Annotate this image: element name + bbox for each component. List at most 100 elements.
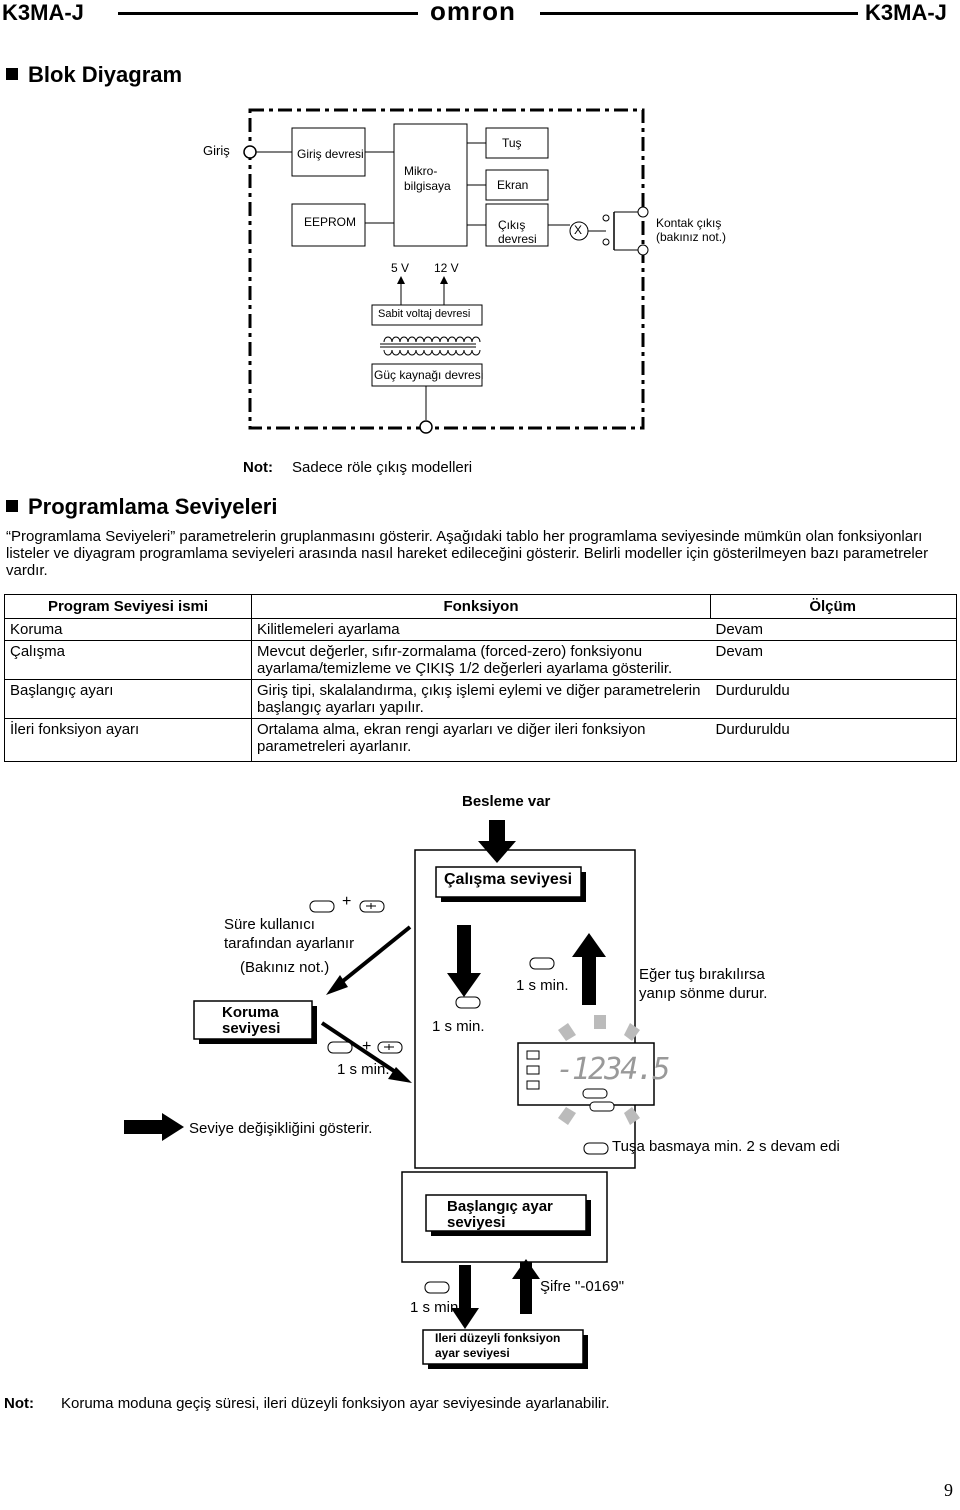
table-cell: Koruma: [4, 618, 252, 641]
table-row: Başlangıç ayarı Giriş tipi, skalalandırm…: [4, 679, 957, 719]
plus-sign: +: [342, 893, 352, 910]
initial-level-frame: [401, 1171, 608, 1263]
omron-logo: omron: [430, 0, 516, 26]
level-flow-diagram: [124, 820, 655, 1369]
advanced-level-label: Ileri düzeyli fonksiyon ayar seviyesi: [435, 1331, 560, 1361]
table-cell: Durduruldu: [710, 679, 957, 719]
output-label-line1: Çıkış: [498, 218, 526, 232]
micro-label: Mikro- bilgisaya: [404, 164, 451, 194]
relay-x-label: X: [574, 223, 583, 237]
power-supply-label: Güç kaynağı devresi: [374, 368, 484, 382]
protect-label-line1: Koruma: [222, 1004, 279, 1021]
protect-label-line2: seviyesi: [222, 1020, 281, 1037]
regulator-box: [371, 304, 483, 326]
blink-note-line2: yanıp sönme durur.: [639, 985, 768, 1002]
micro-label-line2: bilgisaya: [404, 179, 451, 193]
block-diagram-title: Blok Diyagram: [6, 62, 182, 88]
contact-label-line2: (bakınız not.): [656, 230, 727, 244]
display-value: -1234.5: [556, 1052, 670, 1087]
table-row: Koruma Kilitlemeleri ayarlama Devam: [4, 618, 957, 641]
input-circuit-box: [291, 127, 366, 177]
protect-level-box: [193, 1000, 313, 1040]
table-cell: Kilitlemeleri ayarlama: [251, 618, 711, 641]
page-number: 9: [944, 1480, 953, 1500]
user-set-text: Süre kullanıcı tarafından ayarlanır: [224, 915, 354, 953]
level-key-icon: [309, 900, 335, 913]
advanced-label-line2: ayar seviyesi: [435, 1346, 510, 1360]
user-set-line1: Süre kullanıcı: [224, 916, 315, 933]
run-level-box: [435, 866, 582, 898]
from-protect-arrow: [388, 1067, 412, 1083]
table-cell: Giriş tipi, skalalandırma, çıkış işlemi …: [251, 679, 711, 719]
output-circuit-box: [485, 203, 549, 247]
table-cell: Başlangıç ayarı: [4, 679, 252, 719]
table-header: Fonksiyon: [251, 594, 711, 619]
table-cell: Durduruldu: [710, 718, 957, 762]
input-circuit-label: Giriş devresi: [297, 147, 364, 161]
blink-note-line1: Eğer tuş bırakılırsa: [639, 966, 765, 983]
table-cell: Mevcut değerler, sıfır-zormalama (forced…: [251, 640, 711, 680]
output-circuit-label: Çıkış devresi: [498, 218, 537, 246]
display-box: [485, 169, 549, 201]
password-text: Şifre "-0169": [540, 1278, 625, 1295]
power-on-arrow: [478, 841, 516, 863]
device-frame: [248, 108, 645, 430]
header-model-left: K3MA-J: [2, 0, 84, 25]
header-rule-right: [540, 12, 858, 15]
initial-level-box: [425, 1194, 587, 1232]
time-min-label: 1 s min.: [432, 1018, 485, 1035]
advanced-level-box: [422, 1329, 584, 1365]
time-min-label: 1 s min.: [337, 1061, 390, 1078]
legend-text: Seviye değişikliğini gösterir.: [189, 1120, 373, 1137]
time-min-label: 1 s min.: [410, 1299, 463, 1316]
time-min-label: 1 s min.: [516, 977, 569, 994]
input-terminal: [243, 145, 257, 159]
advanced-label-line1: Ileri düzeyli fonksiyon: [435, 1331, 561, 1345]
protect-level-label: Koruma seviyesi: [222, 1005, 280, 1037]
initial-label-line2: seviyesi: [447, 1214, 506, 1231]
footer-note-text: Koruma moduna geçiş süresi, ileri düzeyl…: [61, 1395, 610, 1412]
initial-level-label: Başlangıç ayar seviyesi: [447, 1199, 553, 1231]
table-row: İleri fonksiyon ayarı Ortalama alma, ekr…: [4, 718, 957, 762]
table-header: Program Seviyesi ismi: [4, 594, 252, 619]
block-note-text: Sadece röle çıkış modelleri: [292, 459, 473, 476]
table-row: Çalışma Mevcut değerler, sıfır-zormalama…: [4, 640, 957, 680]
display-label: Ekran: [497, 178, 529, 192]
level-key-icon: [327, 1041, 353, 1054]
blink-note: Eğer tuş bırakılırsa yanıp sönme durur.: [639, 965, 767, 1003]
block-diagram: [243, 108, 649, 434]
contact-output-label: Kontak çıkış (bakınız not.): [656, 216, 726, 244]
footer-note-label: Not:: [4, 1395, 34, 1412]
micro-label-line1: Mikro-: [404, 164, 438, 178]
up-arrow: [512, 1259, 540, 1279]
programming-levels-title: Programlama Seviyeleri: [6, 494, 277, 520]
user-set-line2: tarafından ayarlanır: [224, 935, 355, 952]
table-cell: İleri fonksiyon ayarı: [4, 718, 252, 762]
level-key-icon: [455, 996, 481, 1009]
eeprom-box: [291, 203, 366, 247]
legend-arrow: [162, 1113, 184, 1141]
down-arrow: [451, 1308, 479, 1329]
key-label: Tuş: [502, 136, 522, 150]
header-model-right: K3MA-J: [865, 0, 947, 25]
output-label-line2: devresi: [498, 232, 537, 246]
level-key-icon: [583, 1142, 609, 1155]
hold-key-text: Tuşa basmaya min. 2 s devam edi: [612, 1138, 840, 1155]
table-cell: Çalışma: [4, 640, 252, 680]
voltage-5v-label: 5 V: [391, 261, 410, 275]
table-cell: Ortalama alma, ekran rengi ayarları ve d…: [251, 718, 711, 762]
power-supply-box: [371, 363, 483, 387]
run-level-frame: [414, 849, 636, 1169]
level-key-icon: [424, 1281, 450, 1294]
down-arrow: [447, 973, 481, 997]
run-level-label: Çalışma seviyesi: [444, 871, 573, 888]
contact-label-line1: Kontak çıkış: [656, 216, 722, 230]
programming-levels-intro: “Programlama Seviyeleri” parametrelerin …: [6, 528, 929, 579]
plus-sign: +: [362, 1038, 372, 1055]
eeprom-label: EEPROM: [304, 215, 357, 229]
level-key-icon: [529, 957, 555, 970]
to-run-arrow: [572, 933, 606, 957]
contact-terminal-b: [637, 244, 649, 256]
voltage-12v-label: 12 V: [434, 261, 459, 275]
levels-table: Program Seviyesi ismi Fonksiyon Ölçüm Ko…: [4, 594, 957, 762]
